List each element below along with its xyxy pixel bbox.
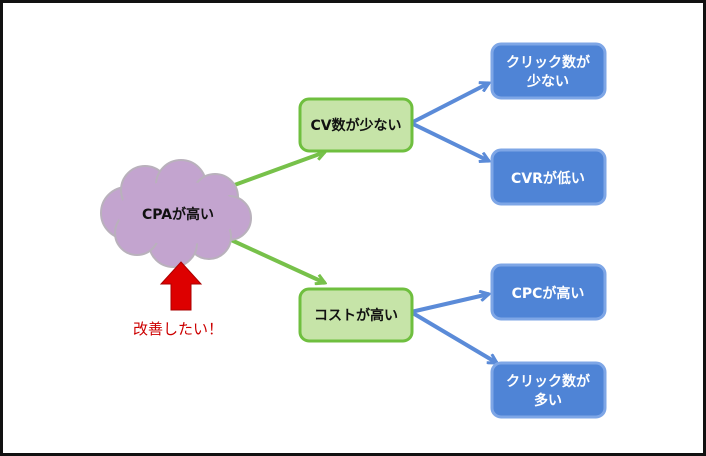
arrow-cv-to-cvr [410, 121, 489, 161]
branch-cost-label: コストが高い [314, 307, 398, 324]
leaf-cvr-label: CVRが低い [511, 170, 585, 187]
leaf-cvr: CVRが低い [490, 148, 607, 206]
leaf-click-few: クリック数が 少ない [490, 42, 607, 100]
leaf-click-many-line-2: 多い [534, 392, 562, 409]
leaf-cpc-label: CPCが高い [512, 285, 585, 302]
leaf-click-few-line-2: 少ない [526, 73, 569, 90]
arrow-cv-to-click-few [410, 83, 489, 125]
leaf-click-many: クリック数が 多い [490, 361, 607, 419]
leaf-click-many-box [490, 361, 607, 419]
leaf-cpc: CPCが高い [490, 263, 607, 321]
root-cloud: CPAが高い [100, 159, 252, 268]
root-label: CPAが高い [142, 206, 214, 223]
branch-cost-box [298, 287, 414, 343]
arrow-root-to-cv [228, 152, 325, 189]
up-arrow-icon [159, 261, 203, 311]
branch-cost: コストが高い [298, 287, 414, 343]
arrow-cost-to-cpc [410, 294, 489, 314]
leaf-cvr-box [490, 148, 607, 206]
branch-cv-label: CV数が少ない [310, 117, 401, 134]
branch-cv: CV数が少ない [298, 97, 414, 153]
leaf-click-few-line-1: クリック数が [506, 54, 591, 71]
leaf-click-few-box [490, 42, 607, 100]
leaf-cpc-box [490, 263, 607, 321]
improve-label: 改善したい！ [133, 320, 223, 338]
leaf-click-many-line-1: クリック数が [506, 373, 591, 390]
tree-diagram: CPAが高い 改善したい！ CV数が少ない コストが高い クリック数が 少ない … [100, 42, 607, 419]
branch-cv-box [298, 97, 414, 153]
arrow-root-to-cost [228, 237, 325, 283]
arrow-cost-to-click-many [409, 310, 497, 365]
connectors [228, 83, 497, 365]
